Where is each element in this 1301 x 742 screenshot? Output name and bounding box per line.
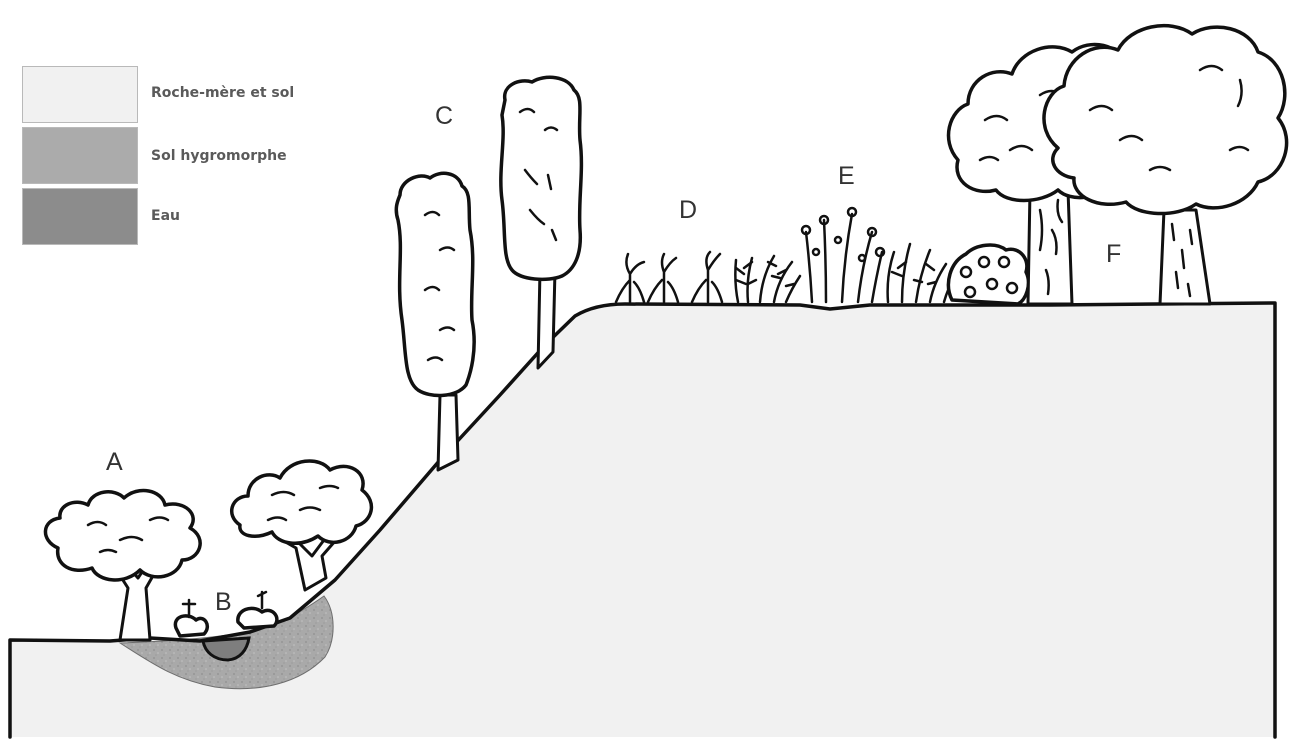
shrub-e-1 [735, 256, 800, 302]
tree-bank-crown [232, 461, 372, 543]
legend-swatch-hygromorphic [22, 127, 138, 184]
grass-d-3 [692, 252, 722, 302]
plant-b-right [238, 592, 277, 628]
tree-a-crown [45, 491, 200, 580]
zone-label-a: A [106, 448, 123, 476]
tree-f-right-crown [1044, 26, 1287, 214]
grass-d-2 [648, 254, 678, 302]
tree-f-right [1044, 26, 1287, 304]
tree-f-left-trunk [1028, 190, 1072, 304]
zone-label-d: D [679, 196, 697, 224]
tree-c-left [396, 173, 474, 470]
zone-label-b: B [215, 588, 232, 616]
legend-swatch-water [22, 188, 138, 245]
zone-label-c: C [435, 102, 453, 130]
plant-b-left [175, 600, 207, 636]
legend-label-bedrock: Roche-mère et sol [151, 85, 294, 101]
zone-label-f: F [1106, 240, 1121, 268]
tree-f-right-trunk [1160, 210, 1210, 304]
tree-c-right-trunk [538, 270, 555, 368]
zone-label-e: E [838, 162, 855, 190]
tree-c-right-crown [501, 77, 582, 279]
tree-c-left-crown [396, 173, 474, 395]
tree-c-left-trunk [438, 395, 458, 470]
shrub-e-2 [802, 208, 884, 302]
legend-swatch-bedrock [22, 66, 138, 123]
bush-e-flowering [948, 245, 1028, 304]
legend-label-water: Eau [151, 208, 180, 224]
legend-label-hygromorphic: Sol hygromorphe [151, 148, 287, 164]
shrub-e-3 [888, 244, 954, 302]
grass-d-1 [616, 254, 644, 302]
tree-bank-trunk [282, 540, 336, 590]
